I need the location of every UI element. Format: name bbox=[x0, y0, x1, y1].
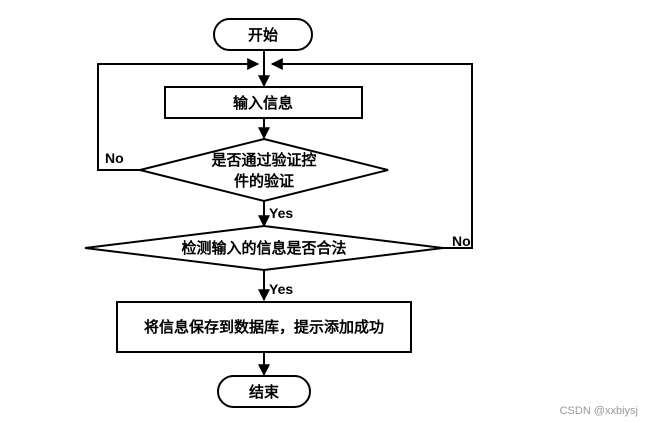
edge-check-no-loop bbox=[270, 58, 473, 249]
check-label: 检测输入的信息是否合法 bbox=[181, 239, 346, 257]
input-label: 输入信息 bbox=[233, 94, 293, 112]
validate-no-label: No bbox=[105, 150, 124, 166]
validate-label-line1: 是否通过验证控 bbox=[210, 151, 316, 169]
validate-decision bbox=[139, 137, 389, 203]
validate-label-line2: 件的验证 bbox=[234, 172, 294, 190]
watermark-text: CSDN @xxbiysj bbox=[560, 405, 638, 417]
validate-yes-label: Yes bbox=[269, 205, 293, 221]
check-decision bbox=[84, 224, 444, 272]
start-node bbox=[213, 18, 313, 51]
start-label: 开始 bbox=[248, 26, 278, 44]
check-no-label: No bbox=[452, 233, 471, 249]
input-node bbox=[164, 86, 363, 119]
edge-validate-no-loop bbox=[97, 58, 260, 171]
end-label: 结束 bbox=[249, 383, 280, 401]
end-node bbox=[217, 375, 311, 408]
save-label: 将信息保存到数据库，提示添加成功 bbox=[144, 318, 384, 336]
save-node bbox=[116, 301, 412, 353]
check-yes-label: Yes bbox=[269, 281, 293, 297]
